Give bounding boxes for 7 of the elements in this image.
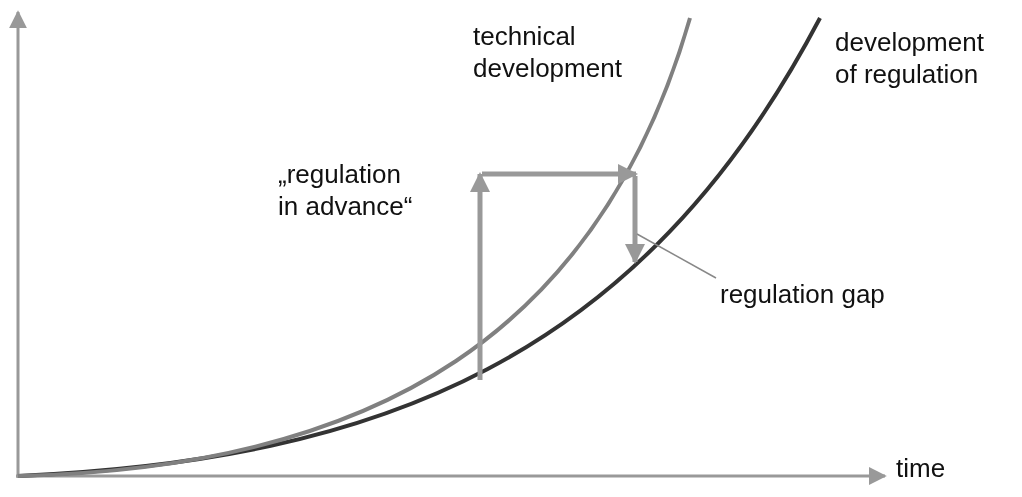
gap-arrow <box>625 176 645 264</box>
annotation-text: „regulation in advance“ <box>278 158 414 222</box>
curve-label: technical development <box>473 20 623 84</box>
leader-line <box>636 233 717 279</box>
curve-label: development of regulation <box>835 26 985 90</box>
annotation-text: regulation gap <box>720 278 885 310</box>
axis-label: time <box>896 452 947 484</box>
